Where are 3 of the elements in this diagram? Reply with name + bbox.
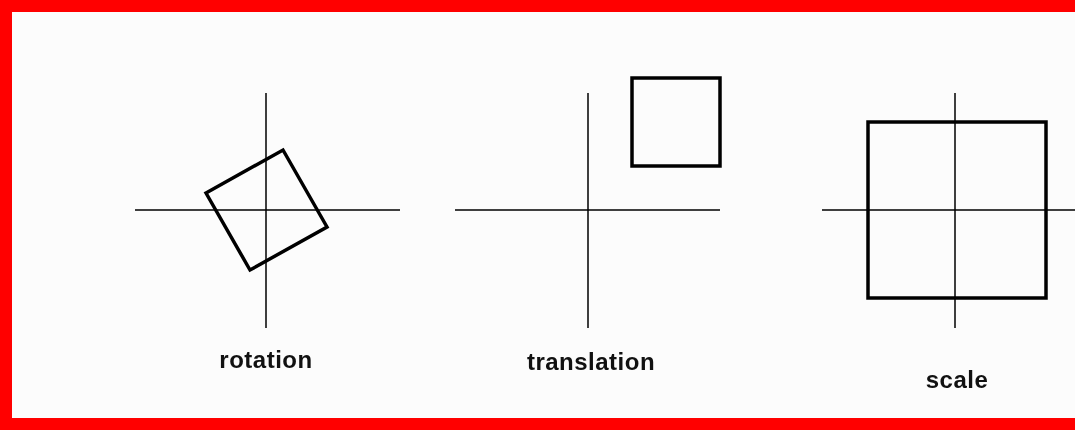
figure-caption: scale xyxy=(925,366,989,394)
figure-caption: rotation xyxy=(219,346,313,374)
figure-caption: translation xyxy=(526,348,656,376)
